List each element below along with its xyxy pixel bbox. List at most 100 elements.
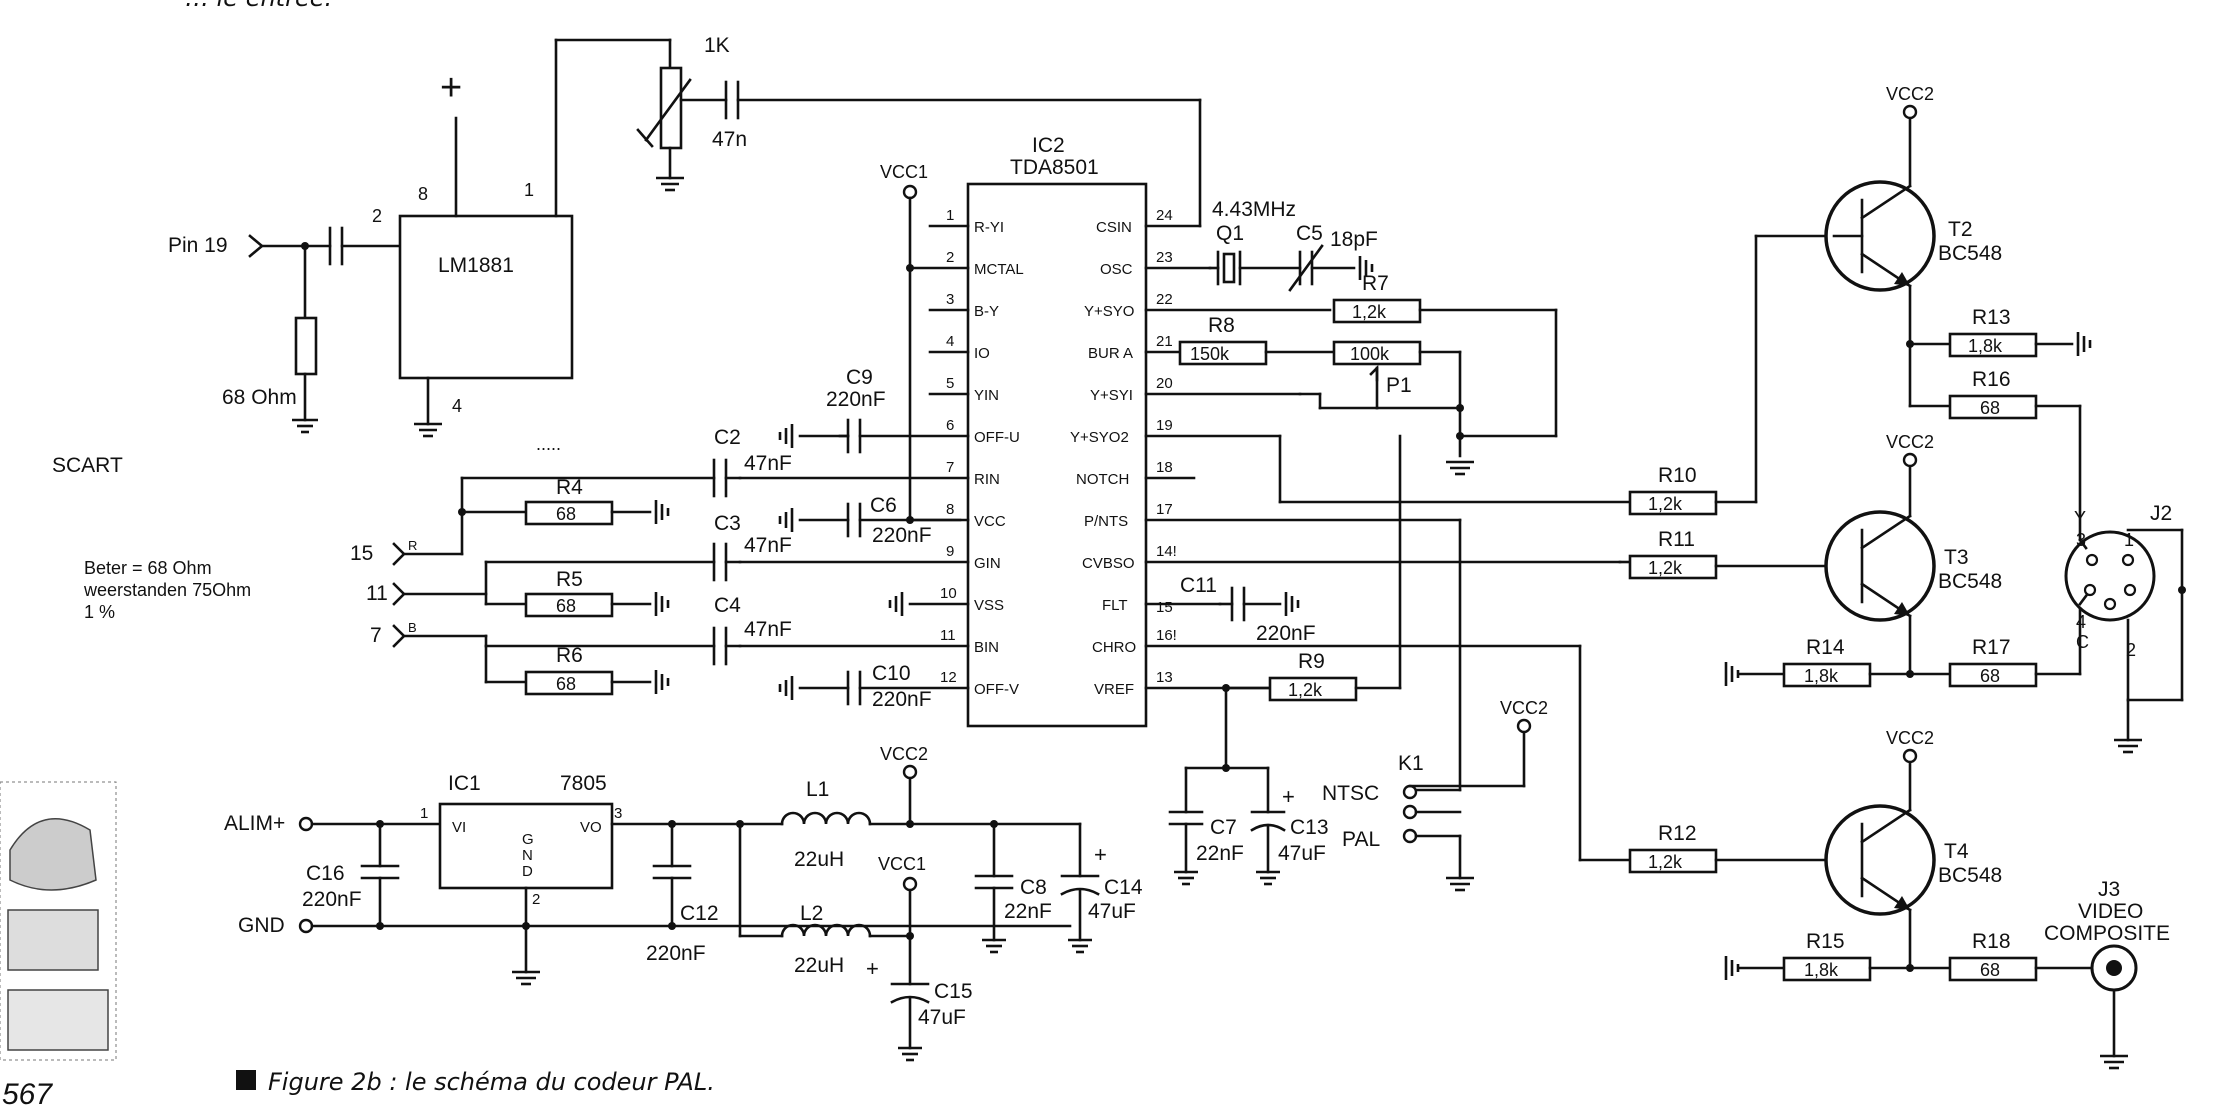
r17-ref: R17	[1972, 636, 2011, 659]
c2-value: 47nF	[744, 452, 792, 475]
inductor-l1	[780, 811, 872, 826]
alim-terminal	[298, 816, 314, 832]
q1-ref: Q1	[1216, 222, 1244, 245]
lm1881-pin8: 8	[418, 184, 428, 204]
c8-value: 22nF	[1004, 900, 1052, 923]
c10-ref: C10	[872, 662, 911, 685]
ic2-tda8501	[966, 182, 1148, 728]
ic2-pin2-num: 2	[946, 249, 954, 266]
r15-value: 1,8k	[1804, 960, 1839, 980]
ic2-pin15-name: FLT	[1102, 597, 1128, 614]
r9-ref: R9	[1298, 650, 1325, 673]
ic2-pin11-name: BIN	[974, 639, 999, 656]
ic1-name: 7805	[560, 772, 607, 795]
ic2-pin7-num: 7	[946, 459, 954, 476]
r11-ref: R11	[1658, 528, 1695, 551]
r13-ref: R13	[1972, 306, 2011, 329]
ic2-name: TDA8501	[1010, 156, 1099, 179]
c14-value: 47uF	[1088, 900, 1136, 923]
t4-ref: T4	[1944, 840, 1969, 863]
r4-value: 68	[556, 504, 576, 524]
ic2-pin10-name: VSS	[974, 597, 1004, 614]
l1-ref: L1	[806, 778, 829, 801]
ic2-pin5-num: 5	[946, 375, 954, 392]
l1-value: 22uH	[794, 848, 844, 871]
c12-ref: C12	[680, 902, 719, 925]
ic2-pin8-name: VCC	[974, 513, 1006, 530]
ic1-vi: VI	[452, 819, 466, 836]
ic2-pin3-name: B-Y	[974, 303, 999, 320]
cap-47n-value: 47n	[712, 128, 747, 151]
t2-ref: T2	[1948, 218, 1973, 241]
j2-ref: J2	[2150, 502, 2172, 525]
vcc1-label: VCC1	[880, 162, 928, 182]
j3-line1: VIDEO	[2078, 900, 2143, 923]
ic2-pin1-num: 1	[946, 207, 954, 224]
r6-value: 68	[556, 674, 576, 694]
ic2-pin7-name: RIN	[974, 471, 1000, 488]
ic2-pin9-num: 9	[946, 543, 954, 560]
r10-ref: R10	[1658, 464, 1697, 487]
ic2-pin3-num: 3	[946, 291, 954, 308]
r7-value: 1,2k	[1352, 302, 1387, 322]
r17-value: 68	[1980, 666, 2000, 686]
ic2-pin19-name: Y+SYO2	[1070, 429, 1129, 446]
c6-value: 220nF	[872, 524, 932, 547]
r5-value: 68	[556, 596, 576, 616]
gnd-label: GND	[238, 914, 285, 937]
ic2-pin1-name: R-YI	[974, 219, 1004, 236]
l2-ref: L2	[800, 902, 823, 925]
vcc2-t4-label: VCC2	[1886, 728, 1934, 748]
lm1881-pin4: 4	[452, 396, 462, 416]
r8-value: 150k	[1190, 344, 1230, 364]
scart-pin7: 7	[370, 624, 382, 647]
r4-ref: R4	[556, 476, 583, 499]
margin-photo-fragment	[0, 781, 117, 1061]
ic2-pin13-name: VREF	[1094, 681, 1134, 698]
ic1-pin3: 3	[614, 805, 622, 822]
alim-label: ALIM+	[224, 812, 285, 835]
c16-ref: C16	[306, 862, 345, 885]
c5-ref: C5	[1296, 222, 1323, 245]
r16-ref: R16	[1972, 368, 2011, 391]
c10-value: 220nF	[872, 688, 932, 711]
ic2-ref: IC2	[1032, 134, 1065, 157]
j2-y: Y	[2074, 508, 2086, 528]
j3-line2: COMPOSITE	[2044, 922, 2170, 945]
ic1-pin1: 1	[420, 805, 428, 822]
ic2-pin24-num: 24	[1156, 207, 1173, 224]
ic2-pin5-name: YIN	[974, 387, 999, 404]
vcc2-t3-terminal	[1902, 452, 1918, 468]
ic2-pin6-num: 6	[946, 417, 954, 434]
t3-ref: T3	[1944, 546, 1969, 569]
c15-value: 47uF	[918, 1006, 966, 1029]
ground-symbol	[292, 418, 318, 434]
r5-ref: R5	[556, 568, 583, 591]
ic2-pin4-num: 4	[946, 333, 954, 350]
vcc1-terminal	[902, 184, 918, 200]
figure-caption: Figure 2b : le schéma du codeur PAL.	[268, 1068, 715, 1096]
t4-type: BC548	[1938, 864, 2002, 887]
caption-bullet	[236, 1070, 256, 1090]
r15-ref: R15	[1806, 930, 1845, 953]
c16-value: 220nF	[302, 888, 362, 911]
ic2-pin18-name: NOTCH	[1076, 471, 1129, 488]
c8-ref: C8	[1020, 876, 1047, 899]
ic2-pin16-name: CHRO	[1092, 639, 1136, 656]
p1-value: 100k	[1350, 344, 1390, 364]
c4-ref: C4	[714, 594, 741, 617]
k1-common-contact	[1402, 804, 1418, 820]
c13-ref: C13	[1290, 816, 1329, 839]
c15-ref: C15	[934, 980, 973, 1003]
r13-value: 1,8k	[1968, 336, 2003, 356]
ic2-pin13-num: 13	[1156, 669, 1173, 686]
c6-ref: C6	[870, 494, 897, 517]
r12-ref: R12	[1658, 822, 1697, 845]
vcc2-psu-label: VCC2	[880, 744, 928, 764]
note-line1: Beter = 68 Ohm	[84, 558, 212, 578]
c5-value: 18pF	[1330, 228, 1378, 251]
ic2-pin6-name: OFF-U	[974, 429, 1020, 446]
inductor-l2	[780, 923, 872, 938]
